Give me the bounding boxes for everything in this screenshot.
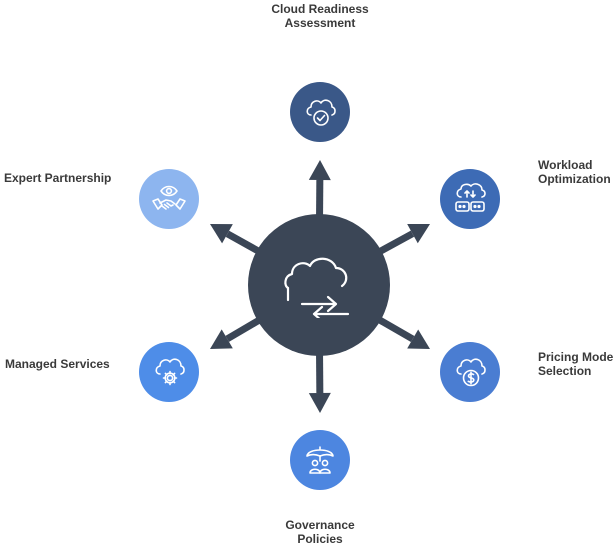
- cloud-dollar-icon: [453, 356, 487, 388]
- label-managed-services: Managed Services: [5, 357, 110, 371]
- label-line: Cloud Readiness: [271, 2, 369, 16]
- label-line: Optimization: [538, 172, 611, 186]
- node-pricing-model-selection: [440, 342, 500, 402]
- label-line: Governance: [285, 518, 355, 532]
- arrow-head: [407, 329, 430, 349]
- label-pricing-model-selection: Pricing Model Selection: [538, 350, 613, 378]
- arrow-head: [308, 392, 331, 413]
- label-line: Workload: [538, 158, 593, 172]
- label-line: Assessment: [284, 16, 356, 30]
- label-workload-optimization: Workload Optimization: [538, 158, 611, 186]
- label-line: Expert Partnership: [4, 171, 112, 185]
- label-governance-policies: Governance Policies: [245, 518, 395, 546]
- cloud-check-icon: [303, 97, 337, 127]
- node-managed-services: [139, 342, 199, 402]
- umbrella-people-icon: [303, 444, 337, 476]
- cloud-gear-icon: [152, 356, 186, 388]
- eye-handshake-icon: [151, 183, 187, 215]
- cloud-sync-icon: [282, 252, 356, 318]
- node-cloud-readiness-assessment: [290, 82, 350, 142]
- label-line: Managed Services: [5, 357, 110, 371]
- arrow-head: [210, 224, 233, 244]
- label-line: Pricing Model: [538, 350, 613, 364]
- node-expert-partnership: [139, 169, 199, 229]
- node-governance-policies: [290, 430, 350, 490]
- hub-node: [248, 214, 390, 356]
- arrow-head: [210, 329, 233, 349]
- node-workload-optimization: [440, 169, 500, 229]
- label-expert-partnership: Expert Partnership: [4, 171, 111, 185]
- label-cloud-readiness-assessment: Cloud Readiness Assessment: [245, 2, 395, 30]
- arrow-head: [308, 160, 331, 181]
- label-line: Selection: [538, 364, 592, 378]
- arrow-head: [407, 223, 430, 244]
- label-line: Policies: [297, 532, 343, 546]
- cloud-transfer-servers-icon: [453, 183, 487, 215]
